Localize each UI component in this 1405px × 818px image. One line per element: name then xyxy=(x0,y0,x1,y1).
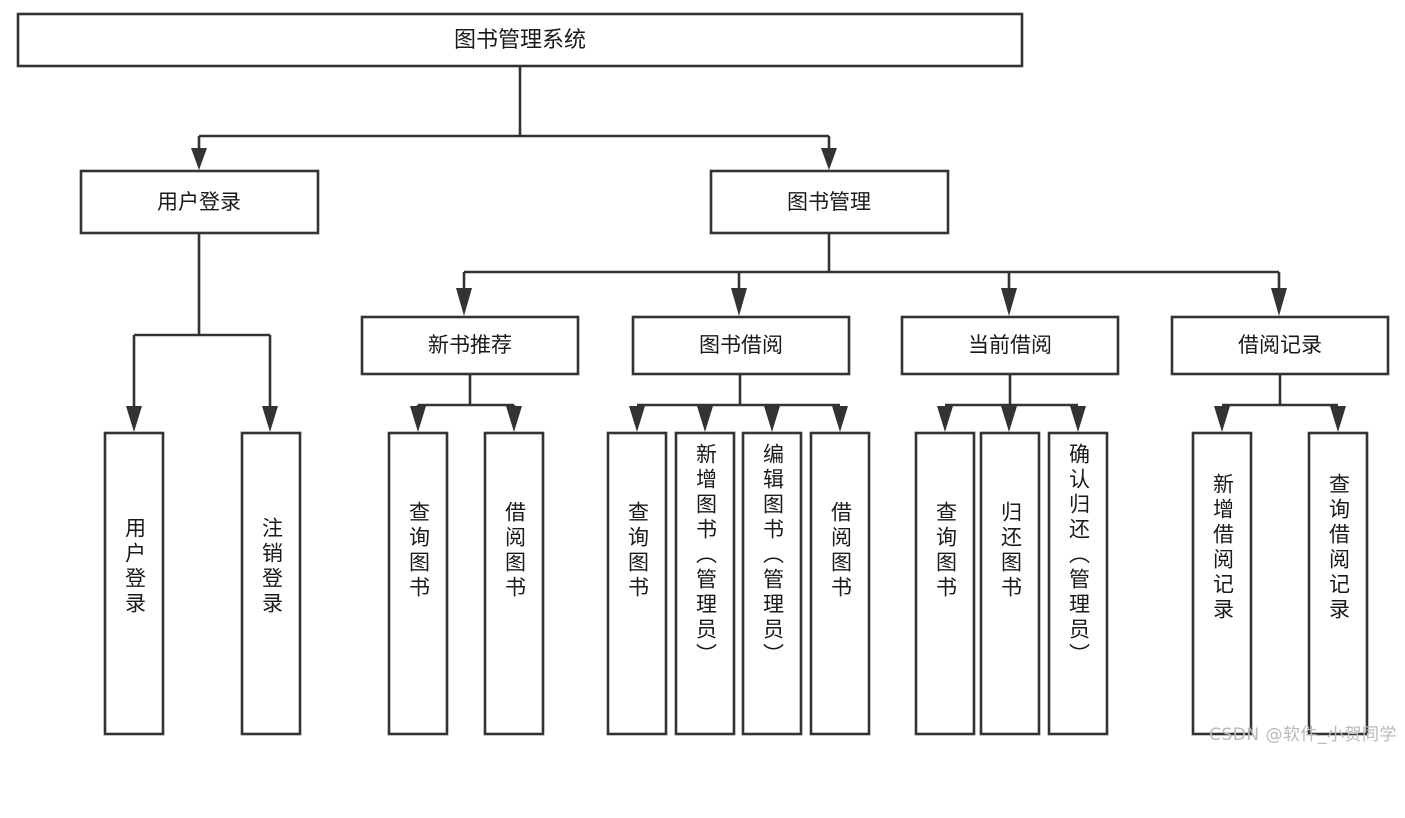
arrow-to-leaf-logout-login xyxy=(262,406,278,432)
arrow-to-leaf-add-borrow-record xyxy=(1214,406,1230,432)
arrow-to-leaf-query-borrow-record xyxy=(1330,406,1346,432)
node-borrow-record-label: 借阅记录 xyxy=(1238,333,1322,357)
hierarchy-diagram: 图书管理系统 用户登录 图书管理 新书推荐 图书借阅 当前借阅 借阅记录 xyxy=(16,12,1397,745)
node-book-management[interactable]: 图书管理 xyxy=(709,169,950,235)
connector-group-book-borrow xyxy=(629,374,848,432)
leaf-user-login-box[interactable] xyxy=(103,431,165,736)
connector-group-root xyxy=(191,66,837,170)
arrow-to-borrow-record xyxy=(1271,288,1287,316)
leaf-edit-book-box[interactable] xyxy=(741,431,803,736)
connector-group-book-management xyxy=(456,232,1287,316)
arrow-to-leaf-query-book-bb xyxy=(629,406,645,432)
leaf-add-book-box[interactable] xyxy=(674,431,736,736)
arrow-to-new-book-recommend xyxy=(456,288,472,316)
node-new-book-recommend-box[interactable] xyxy=(360,315,580,376)
arrow-to-leaf-return-book xyxy=(1001,406,1017,432)
diagram-canvas: 图书管理系统 用户登录 图书管理 新书推荐 图书借阅 当前借阅 借阅记录 xyxy=(16,12,1390,736)
arrow-to-user-login xyxy=(191,148,207,170)
node-current-borrow[interactable]: 当前借阅 xyxy=(900,315,1120,376)
arrow-to-book-borrow xyxy=(731,288,747,316)
leaf-add-borrow-record-box[interactable] xyxy=(1191,431,1253,736)
leaf-confirm-return-box[interactable] xyxy=(1047,431,1109,736)
node-current-borrow-label: 当前借阅 xyxy=(968,333,1052,357)
arrow-to-book-management xyxy=(821,148,837,170)
node-borrow-record[interactable]: 借阅记录 xyxy=(1170,315,1390,376)
arrow-to-leaf-add-book xyxy=(697,406,713,432)
arrow-to-leaf-borrow-book-bb xyxy=(832,406,848,432)
leaf-query-book-bb-box[interactable] xyxy=(606,431,668,736)
leaf-return-book-box[interactable] xyxy=(979,431,1041,736)
node-book-borrow-box[interactable] xyxy=(631,315,851,376)
node-borrow-record-box[interactable] xyxy=(1170,315,1390,376)
node-book-borrow-label: 图书借阅 xyxy=(699,333,783,357)
csdn-watermark: CSDN @软件_小贺同学 xyxy=(1209,725,1397,745)
connector-group-new-book-recommend xyxy=(410,374,522,432)
connector-group-current-borrow xyxy=(937,374,1086,432)
leaf-borrow-book-nbr-box[interactable] xyxy=(483,431,545,736)
arrow-to-current-borrow xyxy=(1001,288,1017,316)
arrow-to-leaf-query-book-cb xyxy=(937,406,953,432)
node-new-book-recommend[interactable]: 新书推荐 xyxy=(360,315,580,376)
leaf-boxes xyxy=(103,431,1369,736)
node-user-login-box[interactable] xyxy=(79,169,320,235)
node-current-borrow-box[interactable] xyxy=(900,315,1120,376)
leaf-query-book-cb-box[interactable] xyxy=(914,431,976,736)
node-root[interactable]: 图书管理系统 xyxy=(16,12,1024,68)
arrow-to-leaf-confirm-return xyxy=(1070,406,1086,432)
node-book-management-label: 图书管理 xyxy=(787,190,871,214)
node-new-book-recommend-label: 新书推荐 xyxy=(428,333,512,357)
leaf-borrow-book-bb-box[interactable] xyxy=(809,431,871,736)
node-book-borrow[interactable]: 图书借阅 xyxy=(631,315,851,376)
node-root-label: 图书管理系统 xyxy=(454,28,586,53)
leaf-query-book-nbr-box[interactable] xyxy=(387,431,449,736)
node-user-login[interactable]: 用户登录 xyxy=(79,169,320,235)
connector-group-user-login xyxy=(126,233,278,432)
leaf-query-borrow-record-box[interactable] xyxy=(1307,431,1369,736)
connector-group-borrow-record xyxy=(1214,374,1346,432)
arrow-to-leaf-borrow-book-nbr xyxy=(506,406,522,432)
arrow-to-leaf-query-book-nbr xyxy=(410,406,426,432)
arrow-to-leaf-user-login xyxy=(126,406,142,432)
node-root-box[interactable] xyxy=(16,12,1024,68)
leaf-logout-login-box[interactable] xyxy=(240,431,302,736)
arrow-to-leaf-edit-book xyxy=(764,406,780,432)
node-user-login-label: 用户登录 xyxy=(157,190,241,214)
node-book-management-box[interactable] xyxy=(709,169,950,235)
